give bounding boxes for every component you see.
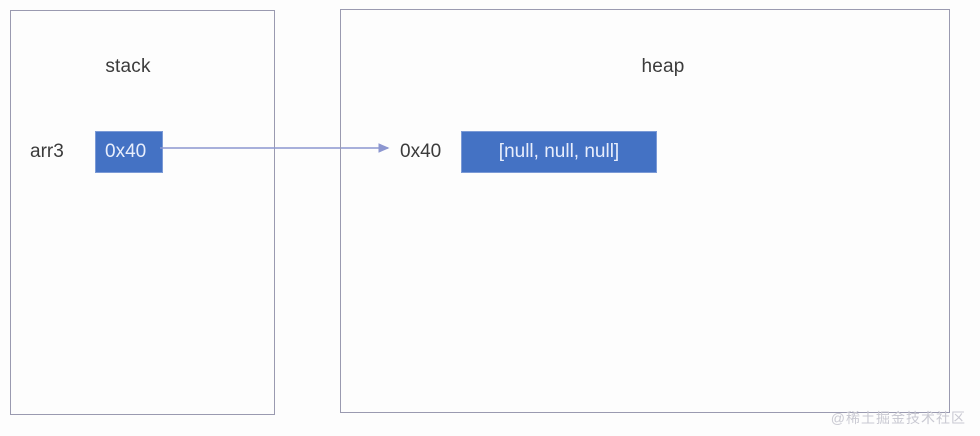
stack-region <box>10 10 275 415</box>
stack-pointer-value-text: 0x40 <box>105 141 147 162</box>
stack-pointer-value-box: 0x40 <box>95 131 163 173</box>
heap-address-label: 0x40 <box>400 141 442 162</box>
heap-array-value-text: [null, null, null] <box>498 141 620 162</box>
watermark: @稀土掘金技术社区 <box>830 410 966 426</box>
heap-array-value-box: [null, null, null] <box>461 131 657 173</box>
stack-to-heap-pointer-arrow <box>160 143 390 153</box>
heap-region-title: heap <box>641 56 685 77</box>
stack-region-title: stack <box>105 56 151 77</box>
stack-variable-label: arr3 <box>30 141 64 162</box>
heap-region <box>340 9 950 413</box>
